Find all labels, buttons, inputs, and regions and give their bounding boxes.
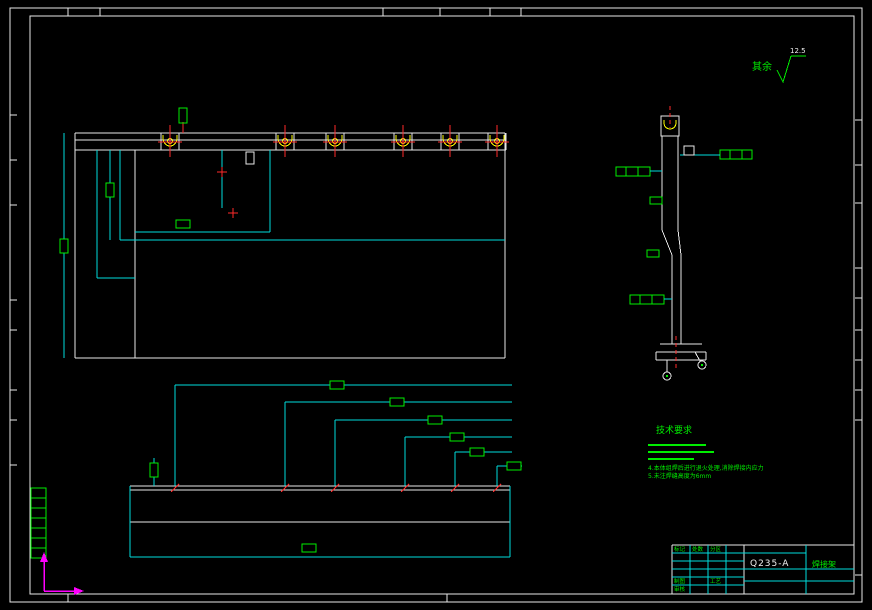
- title-block-label: 工艺: [710, 578, 722, 585]
- dimension-box: [469, 447, 485, 457]
- title-block-label: 处数: [692, 545, 704, 553]
- roughness-value: 12.5: [790, 47, 806, 55]
- clamp-symbol: [157, 124, 183, 158]
- side-view: [615, 106, 753, 381]
- datum-circle: [697, 360, 707, 370]
- drawing-frame: [9, 7, 863, 603]
- surface-roughness-note: 其余 12.5: [752, 47, 806, 84]
- note-line: [648, 451, 714, 453]
- outer-border: [9, 7, 863, 603]
- dimension-box: [175, 219, 191, 229]
- title-block-label: 审核: [674, 585, 686, 593]
- dimension-box: [59, 238, 69, 254]
- clamp-symbol: [390, 124, 416, 158]
- parts-list-stack: [30, 487, 47, 559]
- title-block: Q235-A 焊接架 标记 处数 分区 制图 审核 工艺: [671, 544, 854, 594]
- callout-box: [178, 107, 188, 124]
- surface-roughness-icon: [776, 55, 806, 84]
- tolerance-frame: [615, 166, 662, 177]
- surface-note-label: 其余: [752, 60, 772, 73]
- clamp-symbol: [322, 124, 348, 158]
- title-block-label: 标记: [674, 545, 686, 553]
- dimension-box: [301, 543, 317, 553]
- inner-border: [29, 15, 855, 595]
- clamp-symbol: [437, 124, 463, 158]
- datum-circle: [662, 371, 672, 381]
- drawing-name: 焊接架: [812, 559, 836, 569]
- title-block-label: 分区: [710, 545, 722, 553]
- clamp-symbol: [272, 124, 298, 158]
- ucs-axes-icon: [40, 552, 84, 595]
- detail-box: [245, 151, 255, 165]
- tech-note-4: 4.本体组焊后进行退火处理,消除焊接内应力: [648, 464, 764, 472]
- dimension-box: [649, 196, 663, 205]
- detail-box: [683, 145, 695, 156]
- bottom-view: [129, 380, 522, 558]
- material-spec: Q235-A: [750, 559, 789, 569]
- dimension-box: [427, 415, 443, 425]
- dimension-box: [329, 380, 345, 390]
- front-view: [59, 107, 510, 359]
- dimension-box: [449, 432, 465, 442]
- dimension-box: [506, 461, 522, 471]
- tech-requirements: 技术要求 4.本体组焊后进行退火处理,消除焊接内应力 5.未注焊缝高度为6mm: [648, 424, 764, 480]
- tech-requirements-title: 技术要求: [656, 424, 692, 436]
- dimension-box: [149, 462, 159, 478]
- dimension-box: [389, 397, 405, 407]
- tech-note-5: 5.未注焊缝高度为6mm: [648, 472, 711, 480]
- clamp-top-detail: [660, 115, 680, 137]
- title-block-label: 制图: [674, 577, 686, 585]
- weld-point-cross: [217, 167, 238, 218]
- dimension-box: [105, 182, 115, 198]
- tolerance-frame: [629, 294, 672, 305]
- note-line: [648, 458, 694, 460]
- note-line: [648, 444, 706, 446]
- dimension-box: [646, 249, 660, 258]
